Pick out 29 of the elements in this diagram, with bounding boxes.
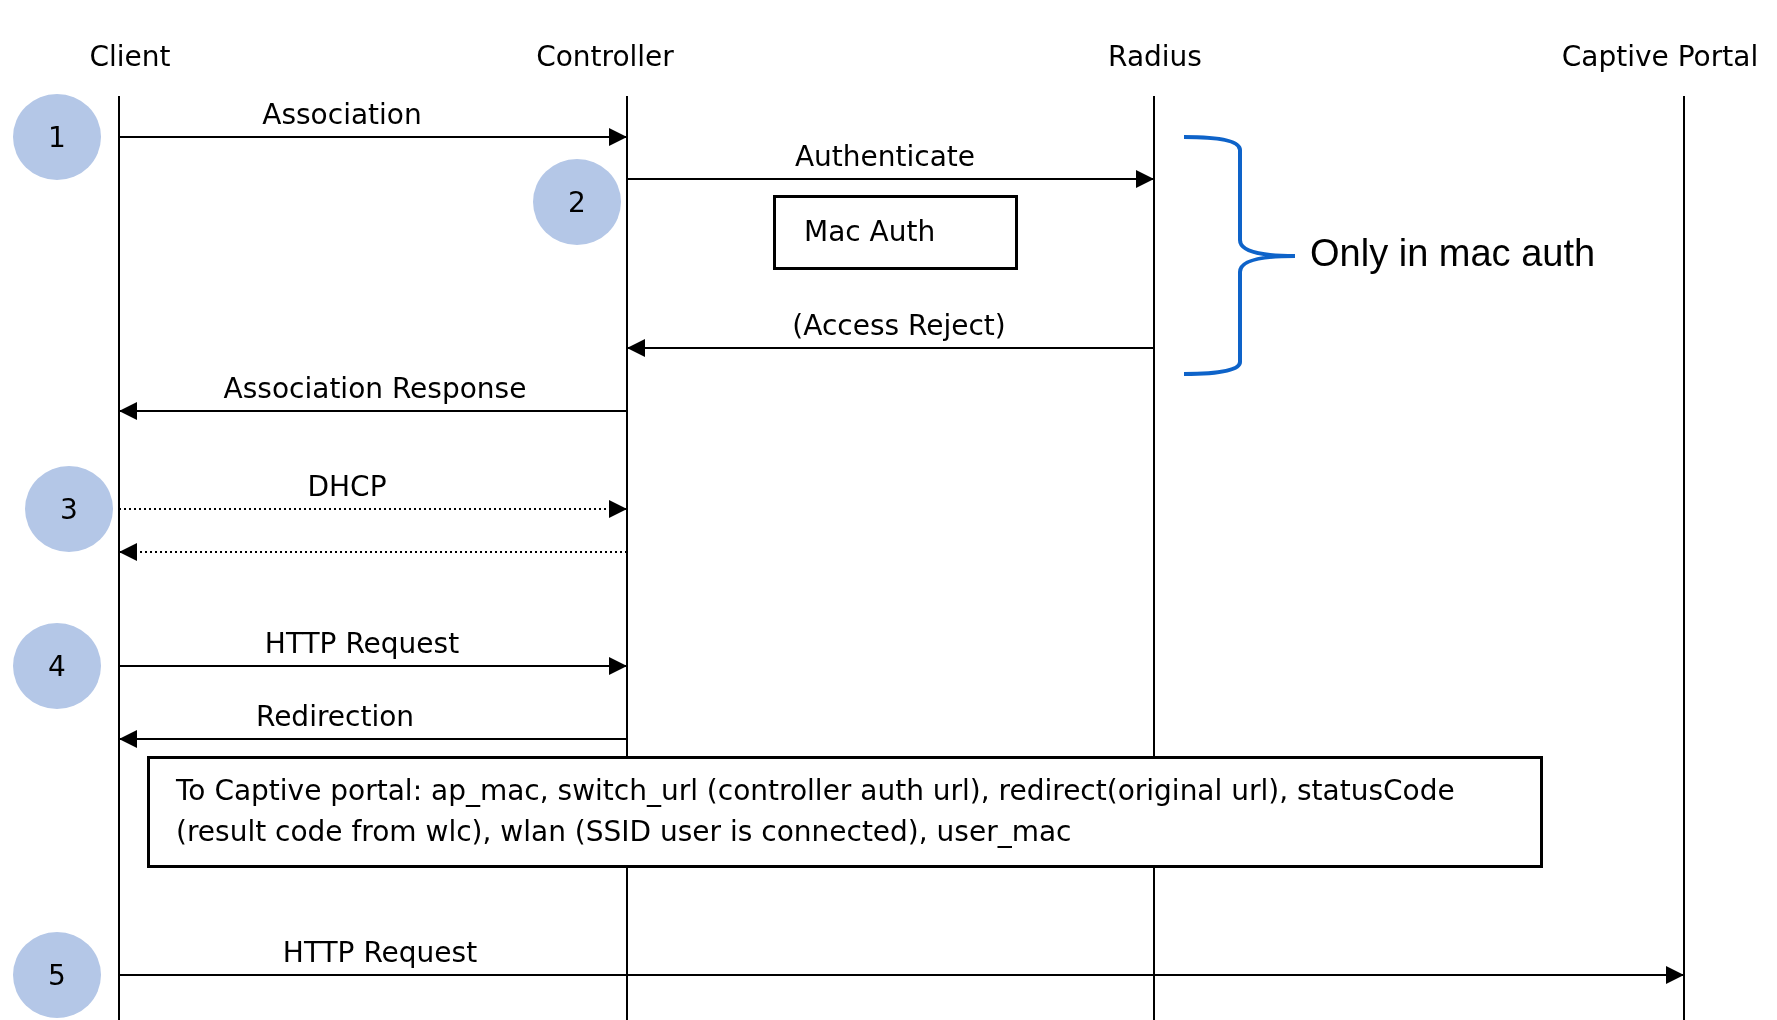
arrow [118, 543, 628, 561]
participant-label: Client [88, 39, 172, 75]
edge-label: DHCP [306, 470, 388, 503]
arrow [118, 730, 628, 748]
arrow [118, 402, 628, 420]
arrow [626, 170, 1155, 188]
arrow [118, 128, 628, 146]
edge-label: Authenticate [793, 140, 977, 173]
edge-label: Association [261, 98, 423, 131]
arrow [118, 966, 1685, 984]
edge-label: HTTP Request [281, 936, 479, 969]
participant-label: Captive Portal [1560, 39, 1760, 75]
note-box: To Captive portal: ap_mac, switch_url (controller auth url), redirect(original url), statusCode (result code from wlc), wlan (SSID user is connected), user_mac [147, 756, 1543, 868]
note-text: Only in mac auth [1310, 232, 1596, 275]
participant-label: Controller [535, 39, 675, 75]
edge-label: (Access Reject) [791, 309, 1007, 342]
participant-label: Radius [1107, 39, 1203, 75]
edge-label: Redirection [254, 700, 416, 733]
arrow [118, 657, 628, 675]
step-number-circle: 2 [533, 159, 621, 245]
step-number-circle: 5 [13, 932, 101, 1018]
step-number-circle: 3 [25, 466, 113, 552]
arrow [626, 339, 1155, 357]
edge-label: Association Response [222, 372, 528, 405]
process-box: Mac Auth [773, 195, 1018, 270]
step-number-circle: 1 [13, 94, 101, 180]
step-number-circle: 4 [13, 623, 101, 709]
edge-label: HTTP Request [263, 627, 461, 660]
arrow [118, 500, 628, 518]
